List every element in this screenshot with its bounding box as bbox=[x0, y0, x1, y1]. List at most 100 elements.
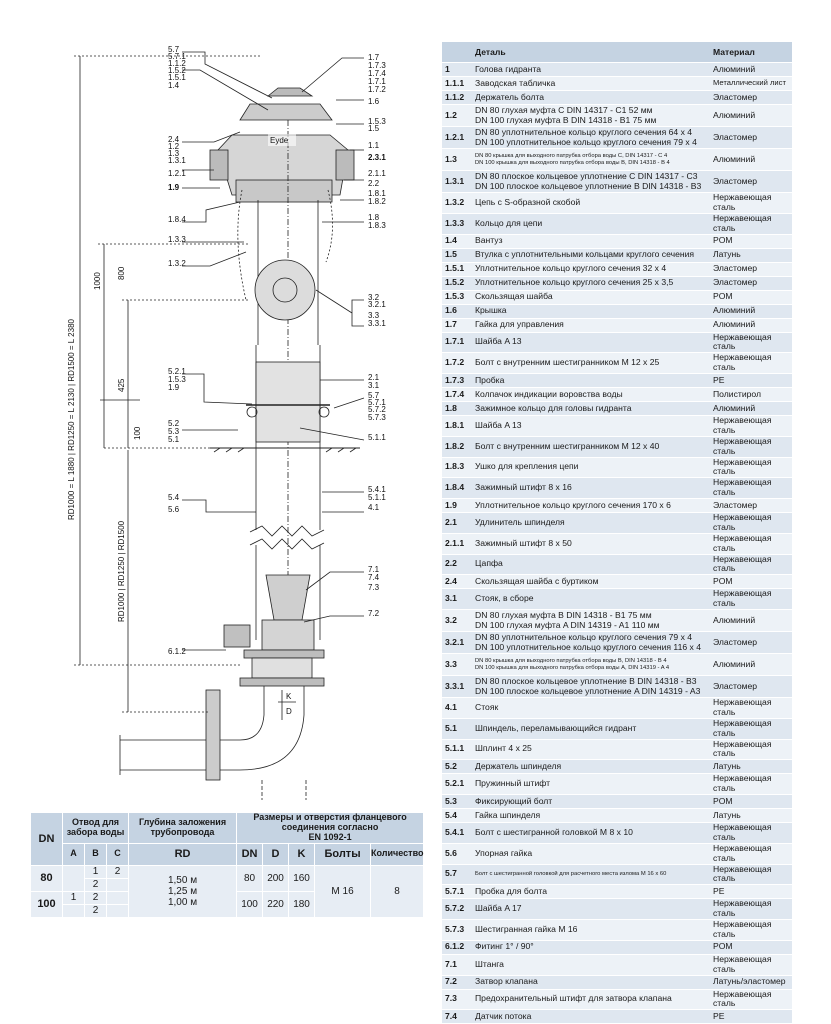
part-name: Датчик потока bbox=[472, 1009, 710, 1024]
flange-standard: EN 1092-1 bbox=[308, 831, 352, 842]
rd-1: 1,50 м bbox=[167, 874, 198, 886]
part-code: 4.1 bbox=[442, 697, 472, 719]
part-material: Нержавеющая сталь bbox=[710, 332, 792, 354]
part-code: 1.5.1 bbox=[442, 262, 472, 277]
part-name: Цапфа bbox=[472, 554, 710, 576]
part-name-line: DN 80 плоское кольцевое уплотнение B DIN… bbox=[475, 675, 697, 686]
callout-right: 2.1.1 bbox=[368, 169, 386, 178]
part-code: 5.2 bbox=[442, 759, 472, 775]
part-code: 1.5.3 bbox=[442, 290, 472, 305]
part-name: Шпиндель, переламывающийся гидрант bbox=[472, 718, 710, 740]
part-name-line: Уплотнительное кольцо круглого сечения 2… bbox=[475, 277, 674, 288]
header-part: Деталь bbox=[472, 42, 710, 63]
dim-100: 100 bbox=[133, 426, 142, 440]
part-name: Гайка для управления bbox=[472, 318, 710, 333]
callout-left: 1.2 bbox=[168, 142, 180, 151]
parts-table-header: Деталь Материал bbox=[442, 42, 792, 63]
part-code: 1.2.1 bbox=[442, 126, 472, 149]
part-material: Нержавеющая сталь bbox=[710, 436, 792, 458]
part-material: Алюминий bbox=[710, 148, 792, 171]
part-code: 1.3.1 bbox=[442, 170, 472, 193]
part-code: 1.7.3 bbox=[442, 373, 472, 388]
part-name: Гайка шпинделя bbox=[472, 808, 710, 823]
callout-right: 5.7.3 bbox=[368, 413, 386, 422]
part-material: Алюминий bbox=[710, 104, 792, 127]
part-name-line: DN 80 уплотнительное кольцо круглого сеч… bbox=[475, 126, 693, 137]
right-labels: 1.71.7.31.7.41.7.11.7.21.61.5.31.51.12.3… bbox=[368, 53, 386, 618]
dn-100: 100 bbox=[30, 890, 63, 918]
dims-row: 2 bbox=[31, 903, 424, 918]
cell-a bbox=[62, 864, 85, 892]
part-name-line: Заводская табличка bbox=[475, 77, 556, 88]
part-material: Нержавеющая сталь bbox=[710, 457, 792, 479]
part-material: Металлический лист bbox=[710, 76, 792, 91]
part-code: 1.5.2 bbox=[442, 276, 472, 291]
dims-row: 100 1 2 100 220 180 bbox=[30, 890, 424, 918]
part-code: 1.7 bbox=[442, 318, 472, 333]
part-material: Нержавеющая сталь bbox=[710, 213, 792, 235]
part-name-line: DN 100 уплотнительное кольцо круглого се… bbox=[475, 641, 701, 652]
part-name-line: Шайба A 13 bbox=[475, 336, 522, 347]
part-name-line: Вантуз bbox=[475, 235, 503, 246]
part-name-line: Ушко для крепления цепи bbox=[475, 461, 579, 472]
part-name: Болт с шестигранной головкой M 8 x 10 bbox=[472, 822, 710, 844]
dims-header-rd: RD bbox=[128, 842, 238, 866]
part-material: PE bbox=[710, 1009, 792, 1024]
part-name: Колпачок индикации воровства воды bbox=[472, 387, 710, 402]
part-material: Нержавеющая сталь bbox=[710, 718, 792, 740]
part-code: 5.2.1 bbox=[442, 773, 472, 795]
callout-right: 2.1 bbox=[368, 373, 380, 382]
part-name: Уплотнительное кольцо круглого сечения 1… bbox=[472, 498, 710, 513]
part-name-line: Пробка для болта bbox=[475, 885, 547, 896]
callout-left: 5.7 bbox=[168, 45, 180, 54]
part-name: Скользящая шайба с буртиком bbox=[472, 574, 710, 590]
part-code: 1 bbox=[442, 62, 472, 77]
part-material: PE bbox=[710, 373, 792, 388]
part-name: Втулка с уплотнительными кольцами кругло… bbox=[472, 248, 710, 263]
part-code: 3.3.1 bbox=[442, 675, 472, 698]
callout-right: 3.2 bbox=[368, 293, 380, 302]
part-name-line: Пружинный штифт bbox=[475, 778, 551, 789]
part-material: Латунь bbox=[710, 808, 792, 823]
callout-right: 1.8.1 bbox=[368, 189, 386, 198]
flange-k-80: 160 bbox=[288, 864, 316, 892]
part-material: POM bbox=[710, 794, 792, 809]
part-material: POM bbox=[710, 234, 792, 249]
callout-left: 1.5.2 bbox=[168, 66, 186, 75]
part-name: Пробка для болта bbox=[472, 884, 710, 900]
callout-right: 3.2.1 bbox=[368, 300, 386, 309]
dim-total-length: RD1000 = L 1880 | RD1250 = L 2130 | RD15… bbox=[67, 318, 76, 520]
part-name-line: Зажимный штифт 8 x 16 bbox=[475, 482, 572, 493]
callout-right: 3.3.1 bbox=[368, 319, 386, 328]
bolts-value: M 16 bbox=[314, 864, 372, 918]
header-code bbox=[442, 42, 472, 63]
callout-left: 1.9 bbox=[168, 383, 180, 392]
part-material: Эластомер bbox=[710, 631, 792, 654]
part-code: 1.3.2 bbox=[442, 192, 472, 214]
part-name-line: Крышка bbox=[475, 305, 507, 316]
part-name-line: Болт с внутренним шестигранником M 12 x … bbox=[475, 357, 660, 368]
qty-value: 8 bbox=[370, 864, 425, 918]
part-code: 1.7.4 bbox=[442, 387, 472, 402]
part-material: Эластомер bbox=[710, 262, 792, 277]
hydrant-drawing: Eyde 5.75.7.11.1.21.5.21.5.11.42.41.21.3… bbox=[67, 45, 386, 800]
dims-header-c: C bbox=[105, 842, 130, 866]
dn-80: 80 bbox=[30, 864, 63, 892]
callout-right: 7.2 bbox=[368, 609, 380, 618]
part-material: Нержавеющая сталь bbox=[710, 919, 792, 941]
part-name: DN 80 глухая муфта C DIN 14317 - C1 52 м… bbox=[472, 104, 710, 127]
callout-right: 1.1 bbox=[368, 141, 380, 150]
part-code: 1.7.2 bbox=[442, 352, 472, 374]
callout-right: 5.1.1 bbox=[368, 493, 386, 502]
part-name-line: Болт с шестигранной головкой для расчетн… bbox=[475, 870, 667, 877]
part-material: POM bbox=[710, 940, 792, 955]
